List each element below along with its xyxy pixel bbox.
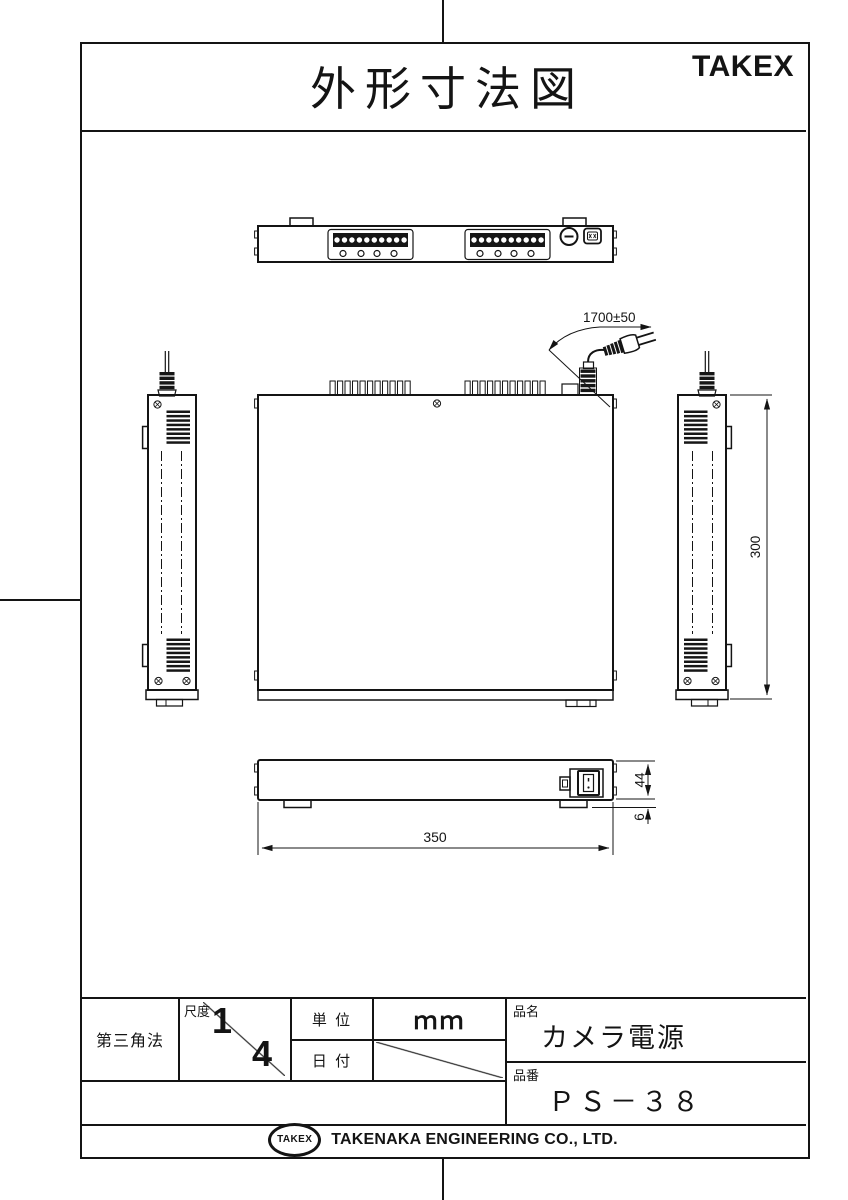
dim-body-height-text: 44 [633, 772, 648, 788]
company-footer: TAKEX TAKENAKA ENGINEERING CO., LTD. [80, 1122, 806, 1157]
power-cord [587, 348, 606, 363]
left-right-section-divider [505, 997, 507, 1124]
product-name-label: 品名 [513, 1004, 540, 1019]
fuse-holder [559, 227, 579, 246]
date-blank-slash [376, 1042, 503, 1078]
unit-label: 単 位 [311, 1011, 353, 1029]
switch-bottom-edge [565, 699, 597, 708]
takex-wordmark: TAKEX [692, 50, 794, 83]
date-label: 日 付 [311, 1052, 353, 1070]
projection-cell: 第三角法 [95, 1032, 164, 1050]
dim-cord-length: 1700±50 [548, 310, 652, 408]
product-number-label: 品番 [513, 1068, 540, 1083]
scale-slash [203, 1002, 285, 1076]
terminal-block-2 [464, 228, 551, 261]
footer-top-line [80, 1124, 806, 1126]
dim-cord-text: 1700±50 [583, 310, 635, 325]
product-name-value: カメラ電源 [541, 1023, 686, 1053]
dim-width-text: 350 [423, 829, 447, 845]
title-bar: 外形寸法図 TAKEX [80, 42, 806, 132]
unit-label-value-divider [372, 997, 374, 1080]
company-name: TAKENAKA ENGINEERING CO., LTD. [331, 1130, 618, 1148]
dim-body-height: 44 [616, 760, 655, 800]
center-mark-left [0, 599, 80, 601]
foot-right [559, 800, 588, 809]
terminal-comb-1 [329, 380, 411, 396]
cord-strain-relief [579, 361, 597, 396]
titleblock-top-line [80, 997, 806, 999]
center-mark-top [442, 0, 444, 42]
product-number-value: ＰＳ－３８ [548, 1087, 703, 1117]
scale-denominator: 4 [252, 1033, 273, 1074]
dim-foot-height: 6 [592, 807, 656, 824]
left-side-view [143, 351, 198, 706]
power-plug [602, 331, 657, 356]
power-switch [559, 768, 604, 798]
terminal-comb-2 [464, 380, 546, 396]
case-screw [432, 399, 442, 408]
center-mark-bottom [442, 1157, 444, 1200]
row-bottom-line [80, 1080, 505, 1082]
sheet-border [80, 42, 810, 1159]
terminal-block-1 [327, 228, 414, 261]
dim-width: 350 [257, 802, 614, 855]
plan-view [254, 331, 657, 708]
unit-date-divider [290, 1039, 505, 1041]
name-number-divider [505, 1061, 806, 1063]
page-title: 外形寸法図 [310, 63, 585, 115]
takex-logo: TAKEX [268, 1122, 322, 1157]
front-view [254, 217, 617, 263]
rear-view [254, 759, 617, 809]
dim-depth: 300 [730, 394, 772, 700]
unit-value: ｍｍ [413, 1007, 466, 1035]
right-side-view [676, 351, 731, 706]
dim-foot-height-text: 6 [632, 813, 647, 821]
foot-left [283, 800, 312, 809]
power-inlet [583, 227, 602, 245]
scale-numerator: 1 [212, 1000, 233, 1041]
scale-unit-divider [290, 997, 292, 1080]
projection-scale-divider [178, 997, 180, 1080]
dim-depth-text: 300 [748, 536, 763, 559]
